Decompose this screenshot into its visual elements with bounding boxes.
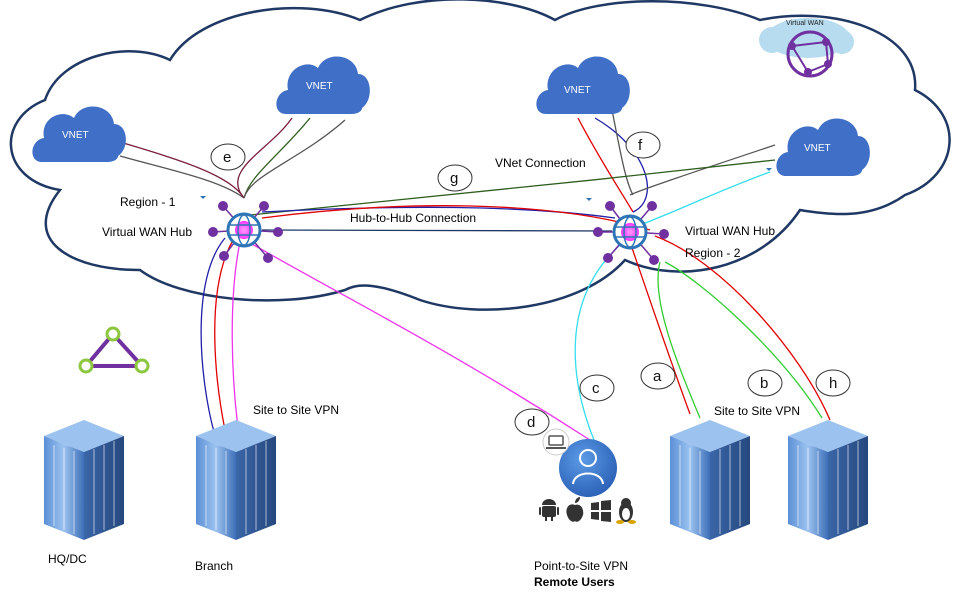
line-hub2-site1-green <box>657 261 701 419</box>
vnet-4[interactable]: VNET <box>776 118 870 176</box>
triangle-network-icon <box>78 326 150 374</box>
line-vnet4-hub2-cyan <box>639 171 771 226</box>
svg-text:e: e <box>223 149 231 166</box>
connection-lines <box>119 109 831 441</box>
line-vnet4-hub2-gray <box>629 144 776 196</box>
marker-f: h <box>815 369 851 397</box>
site-building-1-icon[interactable] <box>670 420 750 540</box>
hq-building-icon[interactable] <box>44 420 124 540</box>
marker-a: a <box>640 362 676 390</box>
branch-label: Branch <box>195 559 233 573</box>
vnet-3[interactable]: VNET <box>536 56 630 114</box>
virtual-wan-logo-icon <box>759 18 854 78</box>
line-hub1-branch-magenta <box>231 241 241 429</box>
marker-h: g <box>437 164 473 192</box>
marker-g: f <box>625 131 661 159</box>
svg-text:h: h <box>829 375 837 392</box>
vnet-2[interactable]: VNET <box>276 56 370 114</box>
virtual-wan-hub-1-icon[interactable] <box>208 201 283 263</box>
svg-text:f: f <box>638 137 643 154</box>
hub2-label: Virtual WAN Hub <box>685 224 775 238</box>
s2s-left-label: Site to Site VPN <box>253 403 339 417</box>
line-hub2-site2-green <box>664 261 823 419</box>
svg-text:d: d <box>527 414 535 431</box>
vnet-3-label: VNET <box>564 85 591 96</box>
svg-text:b: b <box>760 375 768 392</box>
laptop-icon <box>542 428 570 456</box>
hub2-region-label: Region - 2 <box>685 246 741 260</box>
p2s-subtitle: Remote Users <box>534 575 615 589</box>
hq-label: HQ/DC <box>48 552 87 566</box>
vnet-2-label: VNET <box>306 81 333 92</box>
line-vnet2-hub1-gray <box>243 119 346 199</box>
marker-c: c <box>579 374 615 402</box>
p2s-title: Point-to-Site VPN <box>534 559 628 573</box>
line-hub-to-hub <box>261 229 613 232</box>
marker-d: d <box>514 408 550 436</box>
line-hub1-p2s-magenta <box>251 243 591 441</box>
arrow-marker-2 <box>586 198 592 201</box>
line-vnet3-hub2-gray <box>611 109 634 196</box>
vnet-1-label: VNET <box>62 130 89 141</box>
branch-building-icon[interactable] <box>196 420 276 540</box>
apple-icon <box>566 497 584 522</box>
vnet-1[interactable]: VNET <box>32 106 126 162</box>
svg-text:c: c <box>592 380 600 397</box>
hub-to-hub-label: Hub-to-Hub Connection <box>350 211 476 225</box>
remote-user-icon[interactable] <box>559 439 617 497</box>
line-hub2-site1-red <box>631 247 691 415</box>
s2s-right-label: Site to Site VPN <box>714 404 800 418</box>
marker-b: b <box>747 369 783 397</box>
android-icon <box>539 499 559 521</box>
line-vnet4-hub1-green <box>249 159 776 216</box>
line-hub1-branch-blue <box>200 237 226 433</box>
arrow-marker-1 <box>200 196 206 199</box>
line-vnet2-hub1-maroon <box>237 117 293 199</box>
line-hub2-p2s-cyan <box>574 244 621 441</box>
arrow-marker-3 <box>766 168 772 171</box>
line-hub-to-hub-red <box>261 205 651 231</box>
site-building-2-icon[interactable] <box>788 420 868 540</box>
virtual-wan-hub-2-icon[interactable] <box>593 201 669 265</box>
vnet-4-label: VNET <box>804 143 831 154</box>
line-vnet1-hub1-maroon <box>119 141 245 199</box>
hub1-label: Virtual WAN Hub <box>102 225 192 239</box>
line-hub2-site2-red <box>654 235 831 421</box>
vnet-connection-label: VNet Connection <box>495 156 586 170</box>
svg-text:a: a <box>653 368 662 385</box>
svg-text:g: g <box>450 170 458 187</box>
linux-icon <box>616 498 636 524</box>
windows-icon <box>591 500 611 522</box>
hub1-region-label: Region - 1 <box>120 195 176 209</box>
virtual-wan-logo-label: Virtual WAN <box>786 20 824 27</box>
line-vnet1-hub1-gray <box>119 155 245 199</box>
marker-e: e <box>210 143 246 171</box>
line-vnet3-hub2-blue <box>594 117 648 213</box>
line-vnet3-hub2-red <box>577 117 634 213</box>
